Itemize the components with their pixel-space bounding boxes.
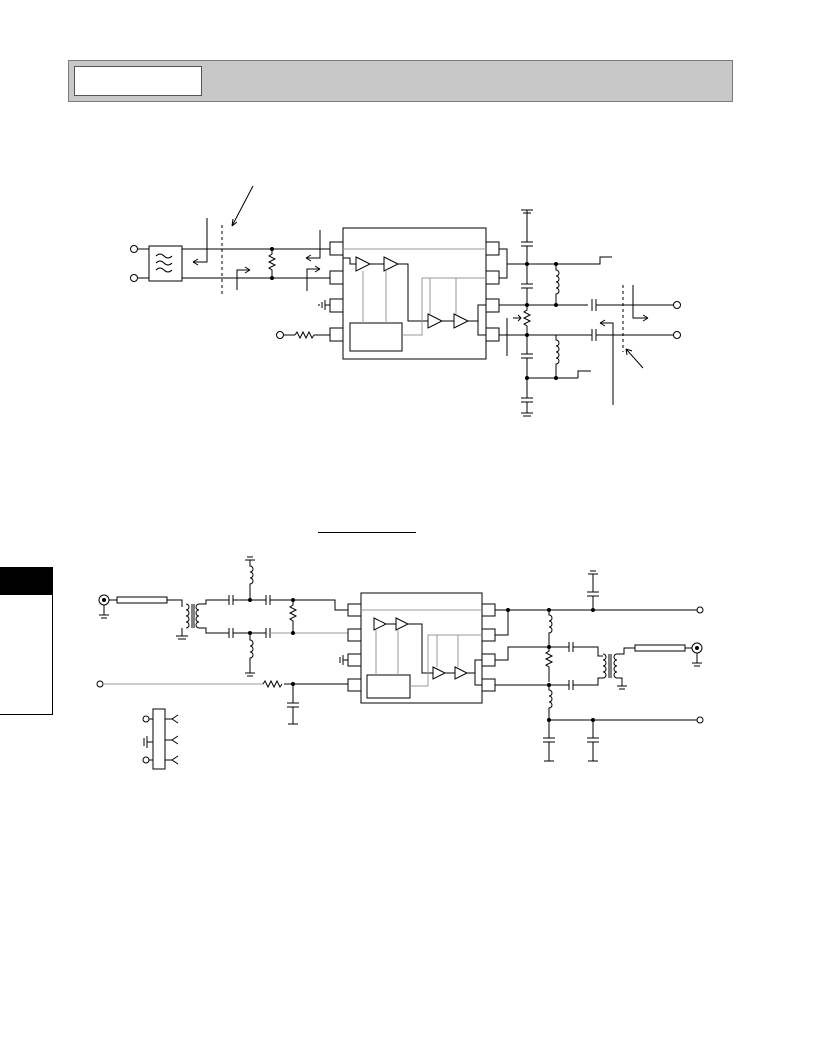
bias-choke-top — [249, 560, 254, 600]
section-tab — [0, 567, 53, 595]
supply-terminal-2 — [696, 716, 704, 724]
output-resistor — [544, 647, 554, 682]
control-block — [349, 322, 403, 352]
control-input-terminal — [96, 680, 104, 688]
output-bias-resistor — [522, 305, 532, 335]
control-block-2 — [366, 674, 411, 699]
section-tab-base — [0, 714, 53, 715]
output-terminal-b — [673, 331, 681, 339]
figure-1-schematic — [130, 185, 681, 417]
input-termination-resistor-2 — [288, 600, 298, 635]
page-header-bar — [68, 60, 733, 102]
header-box — [74, 66, 202, 96]
output-terminal-a — [673, 301, 681, 309]
amplifier-ic-2 — [360, 592, 483, 704]
pointer-arrow-left — [231, 185, 254, 227]
input-transmission-line — [116, 596, 168, 604]
output-transformer — [602, 653, 607, 679]
input-termination-resistor — [267, 249, 277, 278]
output-transmission-line — [634, 644, 686, 652]
output-choke-top — [555, 264, 560, 305]
section-tab-rule — [52, 595, 53, 715]
input-terminal-b — [130, 274, 138, 282]
stage1-amplifier-b — [383, 256, 400, 272]
filter-block — [148, 245, 183, 282]
control-resistor — [294, 330, 315, 340]
bias-choke-bottom — [249, 633, 254, 673]
input-transformer — [185, 603, 190, 629]
pointer-arrow-right — [625, 348, 644, 369]
control-series-resistor — [262, 679, 283, 689]
stage2-amplifier-a — [427, 313, 444, 329]
figure-2-schematic — [96, 556, 704, 770]
supply-terminal — [696, 606, 704, 614]
input-terminal-a — [130, 245, 138, 253]
control-terminal — [276, 331, 284, 339]
stage2-amplifier-b — [453, 313, 470, 329]
amplifier-ic — [342, 227, 487, 360]
selector-header — [152, 708, 166, 770]
figure-2-heading — [318, 518, 416, 533]
output-choke-b — [548, 685, 553, 720]
output-choke-a — [548, 610, 553, 647]
output-choke-bottom — [526, 335, 560, 378]
stage1-amplifier-a — [355, 256, 372, 272]
